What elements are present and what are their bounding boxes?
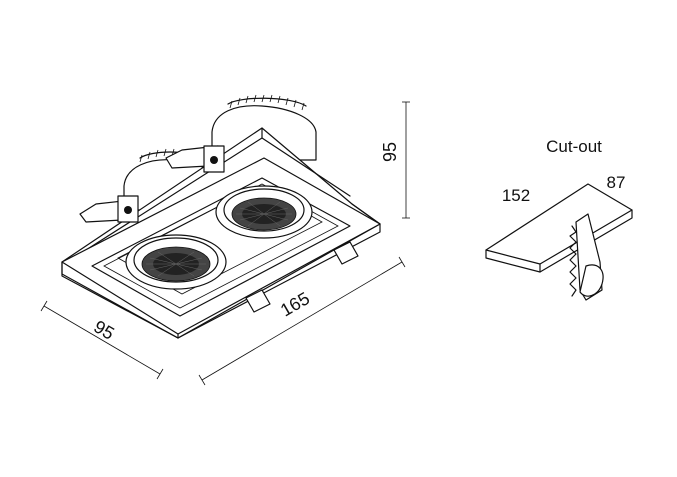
spring-clip-left bbox=[79, 195, 139, 223]
downlight-fixture bbox=[61, 94, 381, 339]
spring-clip-right bbox=[165, 145, 225, 173]
saw-icon bbox=[569, 213, 604, 301]
width-label: 95 bbox=[90, 316, 117, 343]
cutout-title: Cut-out bbox=[546, 137, 602, 156]
lens-cup-front bbox=[125, 234, 227, 290]
depth-label: 95 bbox=[380, 142, 400, 162]
ceiling-panel bbox=[485, 183, 633, 273]
mount-tab-front bbox=[245, 289, 271, 313]
cutout-length-label: 152 bbox=[502, 186, 530, 205]
cutout-width-label: 87 bbox=[607, 173, 626, 192]
lens-cup-rear bbox=[215, 185, 313, 239]
length-label: 165 bbox=[277, 288, 313, 320]
cutout-detail: Cut-out 152 87 bbox=[485, 137, 633, 301]
mount-tab-right bbox=[333, 241, 359, 265]
dimension-depth: 95 bbox=[380, 101, 410, 219]
